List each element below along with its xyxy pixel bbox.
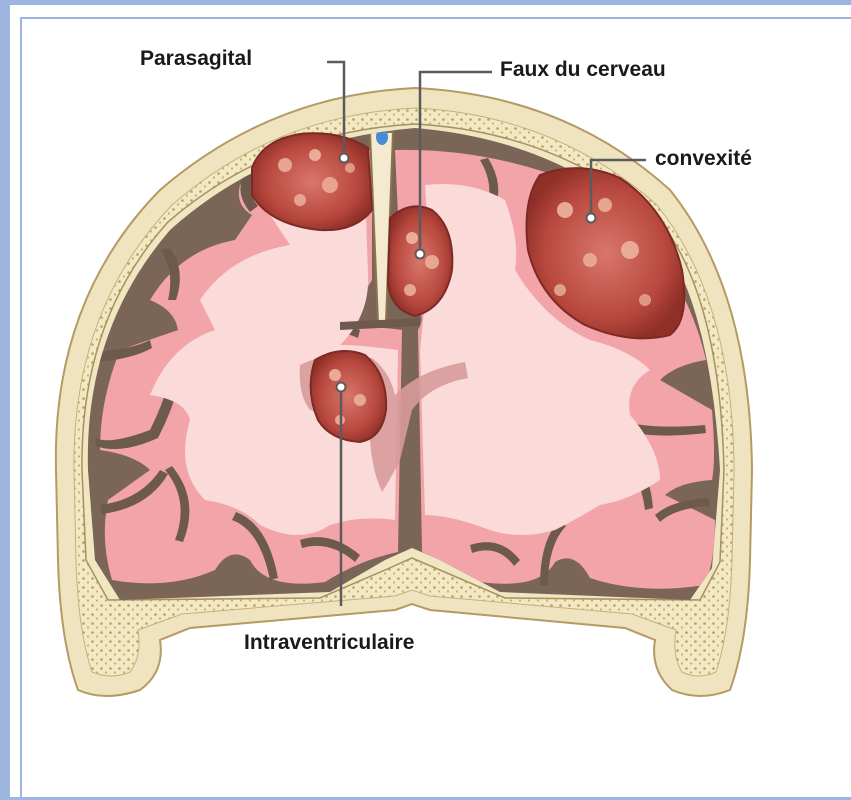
pointer-dot-icon [337,383,346,392]
label-convexite: convexité [655,147,752,171]
label-faux-du-cerveau: Faux du cerveau [500,58,666,82]
pointer-dot-icon [587,214,596,223]
label-parasagital: Parasagital [140,47,252,71]
pointer-dot-icon [416,250,425,259]
label-intraventriculaire: Intraventriculaire [244,631,414,655]
pointer-dot-icon [340,154,349,163]
